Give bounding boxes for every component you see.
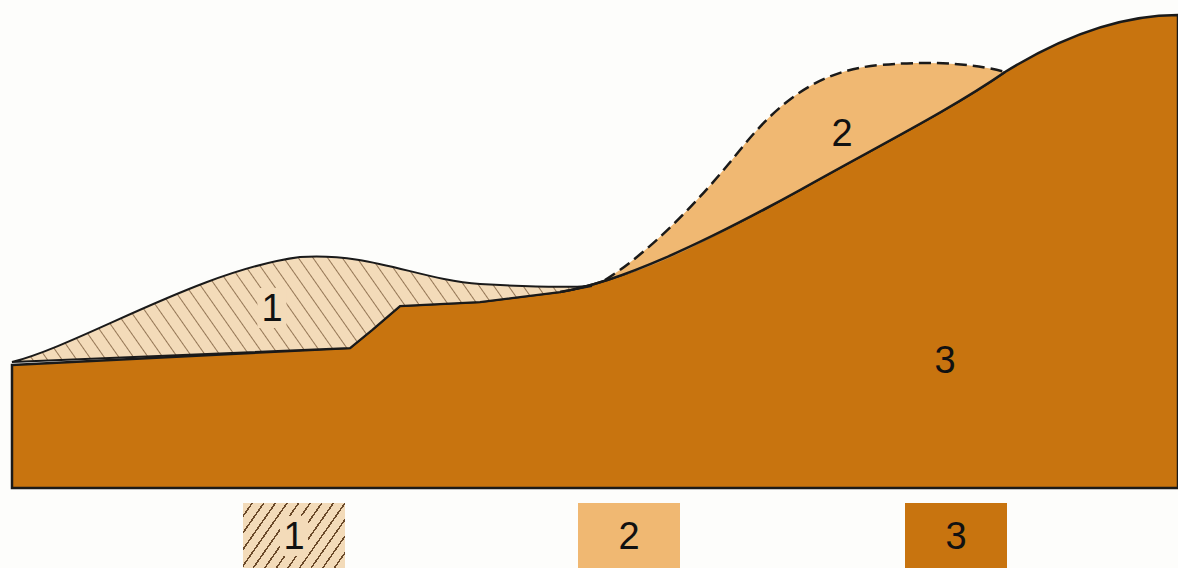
- bedrock-layer: [12, 15, 1178, 488]
- hatched-deposit: [12, 256, 592, 362]
- layer-number: 3: [934, 341, 955, 379]
- legend-swatch: 2: [578, 503, 680, 568]
- slope-deposit: [605, 63, 1005, 280]
- layer-number: 1: [257, 288, 286, 328]
- legend-label: 3: [942, 516, 969, 556]
- dashed-boundary: [605, 63, 1005, 280]
- layer-number: 2: [831, 114, 852, 152]
- legend-swatch: 1: [243, 503, 345, 568]
- legend-label: 1: [280, 516, 307, 556]
- legend-swatch: 3: [905, 503, 1007, 568]
- bedrock-surface: [560, 72, 1005, 292]
- legend-label: 2: [615, 516, 642, 556]
